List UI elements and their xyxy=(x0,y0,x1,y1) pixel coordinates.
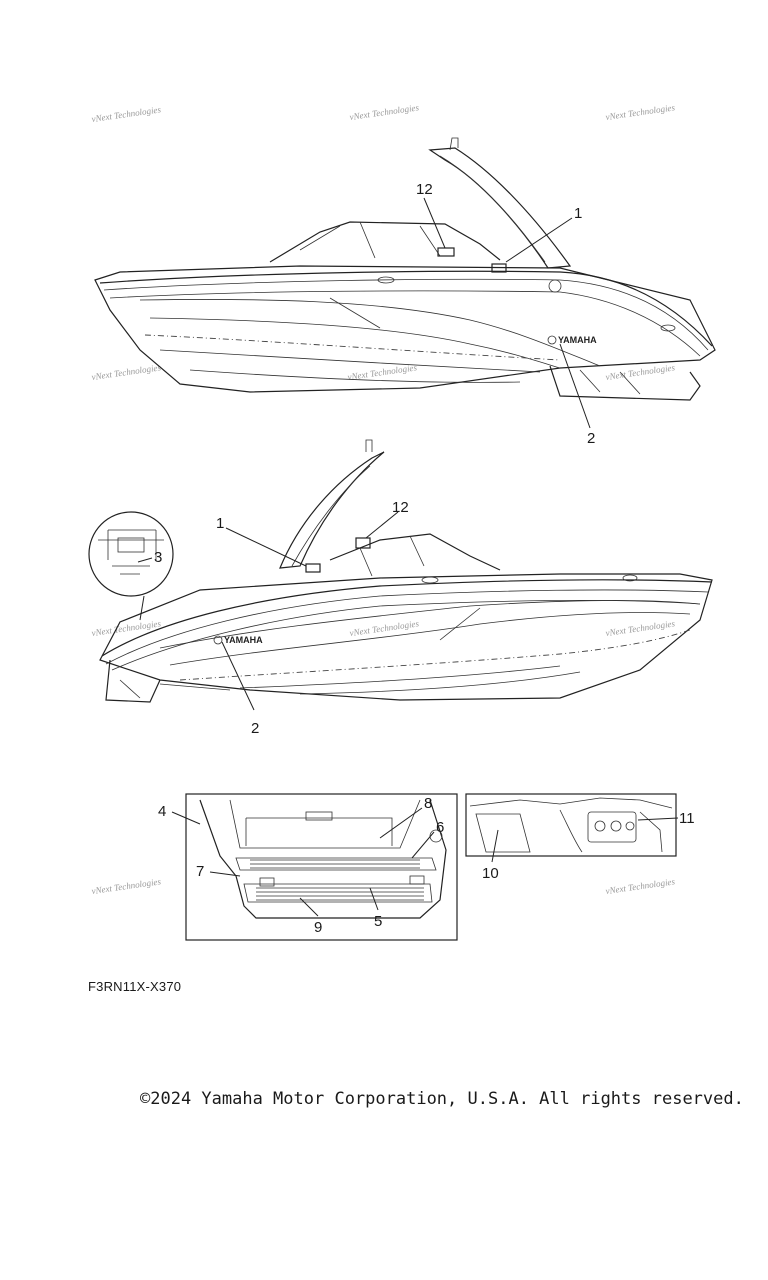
watermark: vNext Technologies xyxy=(349,102,420,122)
inset-helm-dash xyxy=(465,793,677,857)
diagram-code: F3RN11X-X370 xyxy=(88,979,182,994)
bottom-view-callouts: 1 12 3 2 xyxy=(137,499,409,737)
copyright-notice: ©2024 Yamaha Motor Corporation, U.S.A. A… xyxy=(140,1089,744,1109)
callout-2: 2 xyxy=(251,720,259,737)
watermark-group: vNext Technologies vNext Technologies vN… xyxy=(91,102,676,896)
watermark: vNext Technologies xyxy=(605,618,676,638)
watermark: vNext Technologies xyxy=(349,618,420,638)
detail-circle-3 xyxy=(88,511,174,621)
callout-9: 9 xyxy=(314,919,322,936)
callout-7: 7 xyxy=(196,863,204,880)
callout-5: 5 xyxy=(374,913,382,930)
decal-1-mark xyxy=(491,263,507,273)
yamaha-logo: YAMAHA xyxy=(224,635,263,645)
inset-swim-platform xyxy=(185,793,458,941)
callout-2: 2 xyxy=(587,430,595,447)
yamaha-logo: YAMAHA xyxy=(558,335,597,345)
watermark: vNext Technologies xyxy=(347,362,418,382)
inset-right-callouts: 11 10 xyxy=(482,810,695,882)
callout-1: 1 xyxy=(216,515,224,532)
top-view-callouts: 12 1 2 xyxy=(416,181,595,447)
watermark: vNext Technologies xyxy=(605,876,676,896)
callout-11: 11 xyxy=(679,810,695,827)
callout-6: 6 xyxy=(436,819,444,836)
callout-1: 1 xyxy=(574,205,582,222)
watermark: vNext Technologies xyxy=(91,618,162,638)
watermark: vNext Technologies xyxy=(91,876,162,896)
inset-left-callouts: 4 8 6 7 9 5 xyxy=(158,795,444,936)
callout-12: 12 xyxy=(416,181,433,198)
watermark: vNext Technologies xyxy=(91,104,162,124)
decal-12-mark xyxy=(355,537,371,549)
boat-side-view-starboard: YAMAHA xyxy=(94,137,716,401)
callout-12: 12 xyxy=(392,499,409,516)
decal-1-mark xyxy=(305,563,321,573)
watermark: vNext Technologies xyxy=(91,362,162,382)
callout-3: 3 xyxy=(154,549,162,566)
callout-10: 10 xyxy=(482,865,499,882)
callout-8: 8 xyxy=(424,795,432,812)
callout-4: 4 xyxy=(158,803,166,820)
boat-side-view-port: YAMAHA xyxy=(99,439,713,703)
watermark: vNext Technologies xyxy=(605,102,676,122)
decal-12-mark xyxy=(437,247,455,257)
